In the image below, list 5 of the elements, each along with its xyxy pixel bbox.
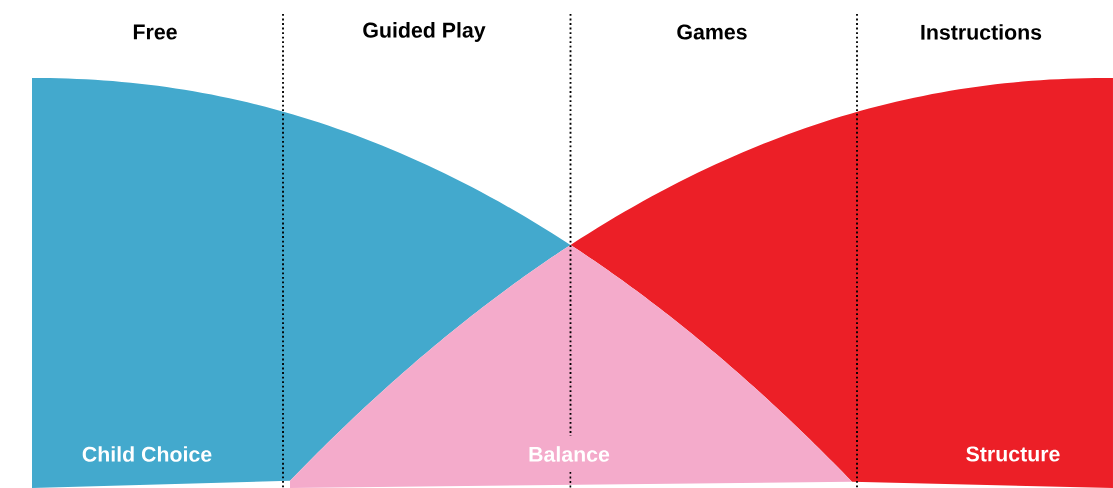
column-heading: Guided Play: [363, 22, 486, 42]
overlap-region: Balance: [290, 244, 852, 488]
column-heading: Free: [133, 24, 177, 40]
column-heading: Games: [677, 24, 747, 40]
column-heading: Instructions: [921, 24, 1042, 40]
